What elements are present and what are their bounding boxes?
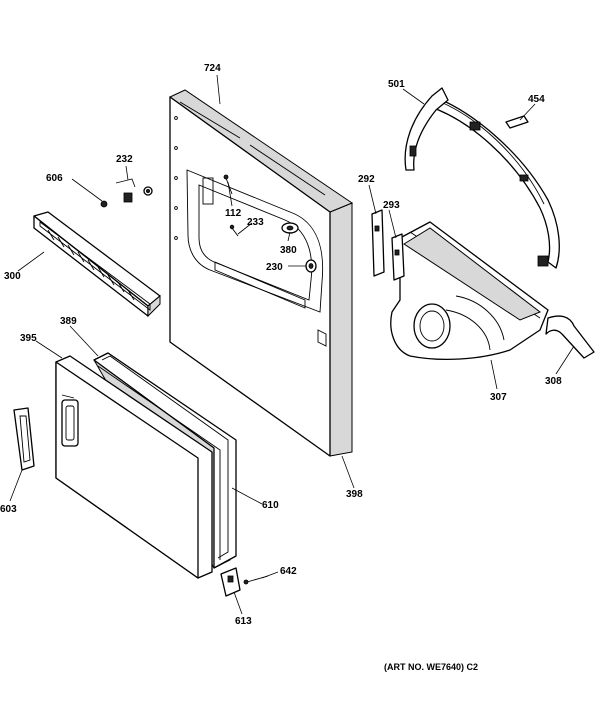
label-112: 112 [225,208,242,219]
door-395 [55,352,237,579]
label-606: 606 [46,173,63,184]
leader-lines [9,74,575,615]
label-642: 642 [280,566,297,577]
handle-603 [13,407,35,471]
label-232: 232 [116,154,133,165]
label-308: 308 [545,376,562,387]
hinge-613 [220,567,269,597]
label-613: 613 [235,616,252,627]
label-610: 610 [262,500,279,511]
label-233: 233 [247,217,264,228]
label-454: 454 [528,94,545,105]
brackets-292-293 [371,209,405,281]
label-501: 501 [388,79,405,90]
label-380: 380 [280,245,297,256]
callout-labels: 724 501 454 232 606 112 233 292 293 380 … [0,63,562,627]
blower-housing-307 [390,221,595,361]
label-307: 307 [490,392,507,403]
label-292: 292 [358,174,375,185]
front-panel-398 [169,89,354,457]
label-389: 389 [60,316,77,327]
label-293: 293 [383,200,400,211]
label-395: 395 [20,333,37,344]
bezel-300 [33,211,161,318]
label-398: 398 [346,489,363,500]
bezel-grille [47,229,135,301]
art-number: (ART NO. WE7640) C2 [384,662,478,672]
parts-232-606 [100,178,153,208]
label-230: 230 [266,262,283,273]
panel-hardware [223,174,317,273]
label-603: 603 [0,504,17,515]
drum-ring-501 [404,87,560,269]
label-300: 300 [4,271,21,282]
label-724: 724 [204,63,221,74]
